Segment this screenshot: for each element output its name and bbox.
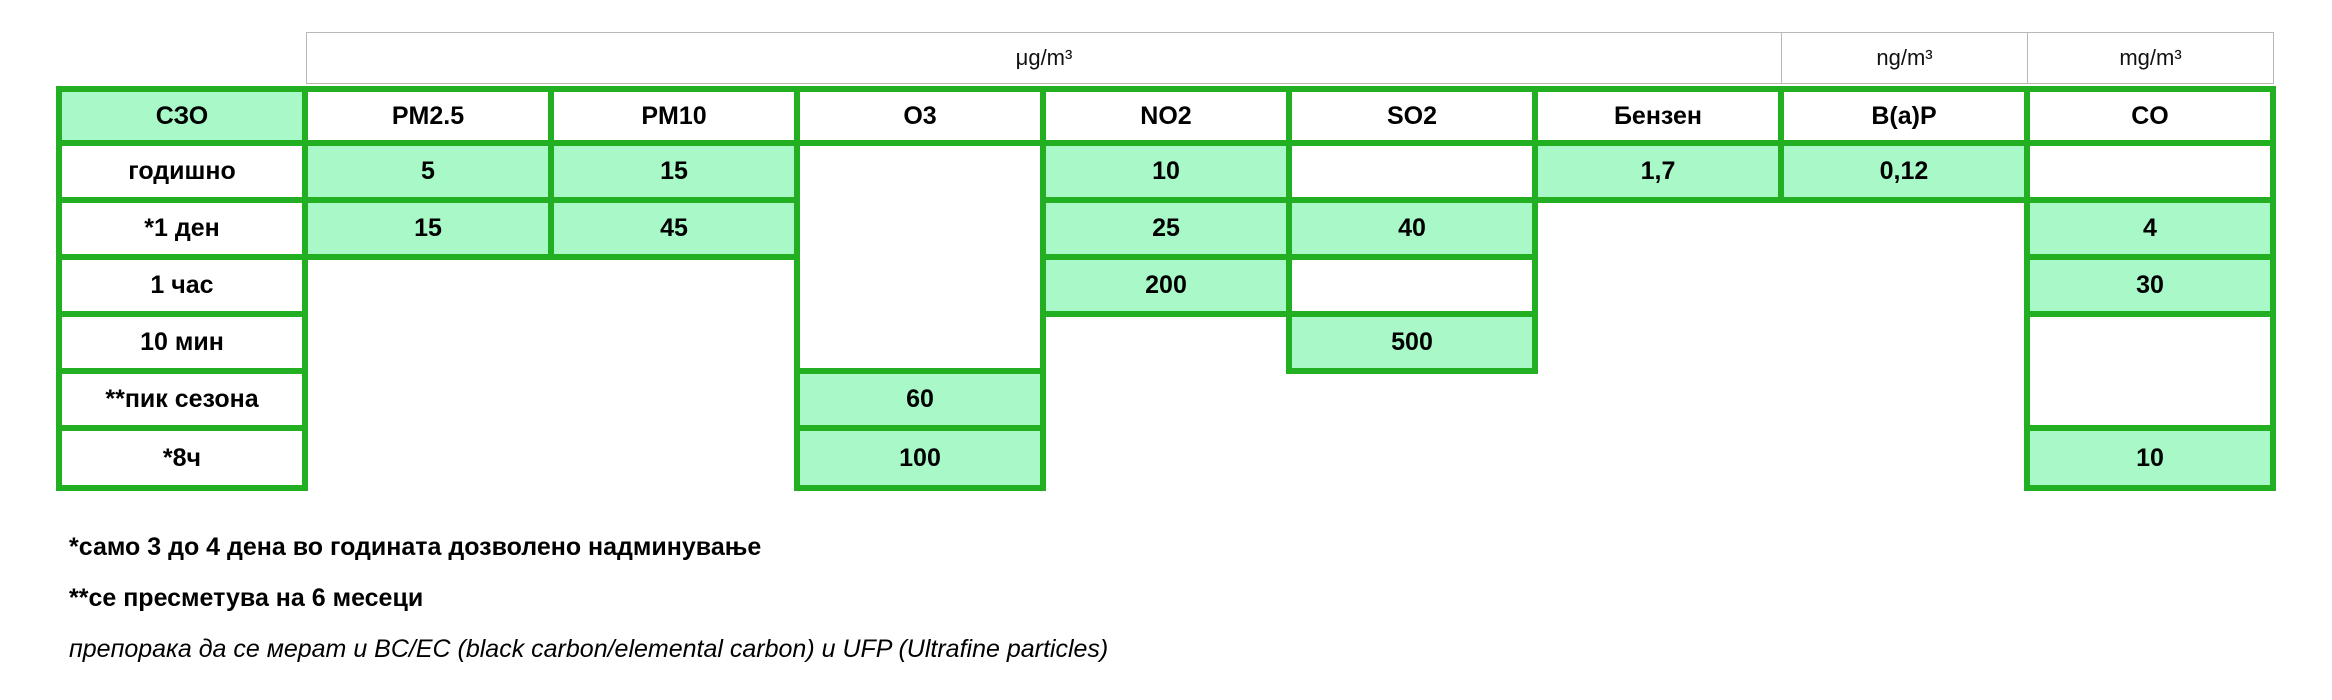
value-annual-pm25: 5	[302, 140, 554, 203]
value-1-day-so2: 40	[1286, 197, 1538, 260]
row-label-annual: годишно	[56, 140, 308, 203]
unit-header-ng: ng/m³	[1781, 32, 2028, 84]
header-no2: NO2	[1040, 86, 1292, 146]
value-annual-no2: 10	[1040, 140, 1292, 203]
value-1-day-co: 4	[2024, 197, 2276, 260]
value-o3-blank	[794, 140, 1046, 374]
header-corner-cell: СЗО	[56, 86, 308, 146]
header-bap: B(a)P	[1778, 86, 2030, 146]
value-10-min-so2: 500	[1286, 311, 1538, 374]
value-1-hour-no2: 200	[1040, 254, 1292, 317]
header-co: CO	[2024, 86, 2276, 146]
value-annual-bap: 0,12	[1778, 140, 2030, 203]
value-1-hour-so2	[1286, 254, 1538, 317]
header-pm10: PM10	[548, 86, 800, 146]
value-1-day-no2: 25	[1040, 197, 1292, 260]
footnote-six-months: **се пресметува на 6 месеци	[69, 584, 424, 612]
header-pm25: PM2.5	[302, 86, 554, 146]
footnote-recommendation: препорака да се мерат и BC/EC (black car…	[69, 635, 1109, 663]
value-annual-pm10: 15	[548, 140, 800, 203]
footnote-exceedance: *само 3 до 4 дена во годината дозволено …	[69, 533, 762, 561]
header-so2: SO2	[1286, 86, 1538, 146]
value-1-day-pm10: 45	[548, 197, 800, 260]
row-label-1-hour: 1 час	[56, 254, 308, 317]
row-label-10-min: 10 мин	[56, 311, 308, 374]
row-label-1-day: *1 ден	[56, 197, 308, 260]
header-benzene: Бензен	[1532, 86, 1784, 146]
value-8h-o3: 100	[794, 425, 1046, 491]
unit-header-mg: mg/m³	[2027, 32, 2274, 84]
value-annual-so2	[1286, 140, 1538, 203]
header-o3: O3	[794, 86, 1046, 146]
value-1-hour-co: 30	[2024, 254, 2276, 317]
value-annual-co	[2024, 140, 2276, 203]
value-co-blank	[2024, 311, 2276, 431]
value-8h-co: 10	[2024, 425, 2276, 491]
row-label-season-peak: **пик сезона	[56, 368, 308, 431]
value-1-day-pm25: 15	[302, 197, 554, 260]
value-season-peak-o3: 60	[794, 368, 1046, 431]
row-label-8h: *8ч	[56, 425, 308, 491]
unit-header-ug: μg/m³	[306, 32, 1782, 84]
value-annual-benzene: 1,7	[1532, 140, 1784, 203]
